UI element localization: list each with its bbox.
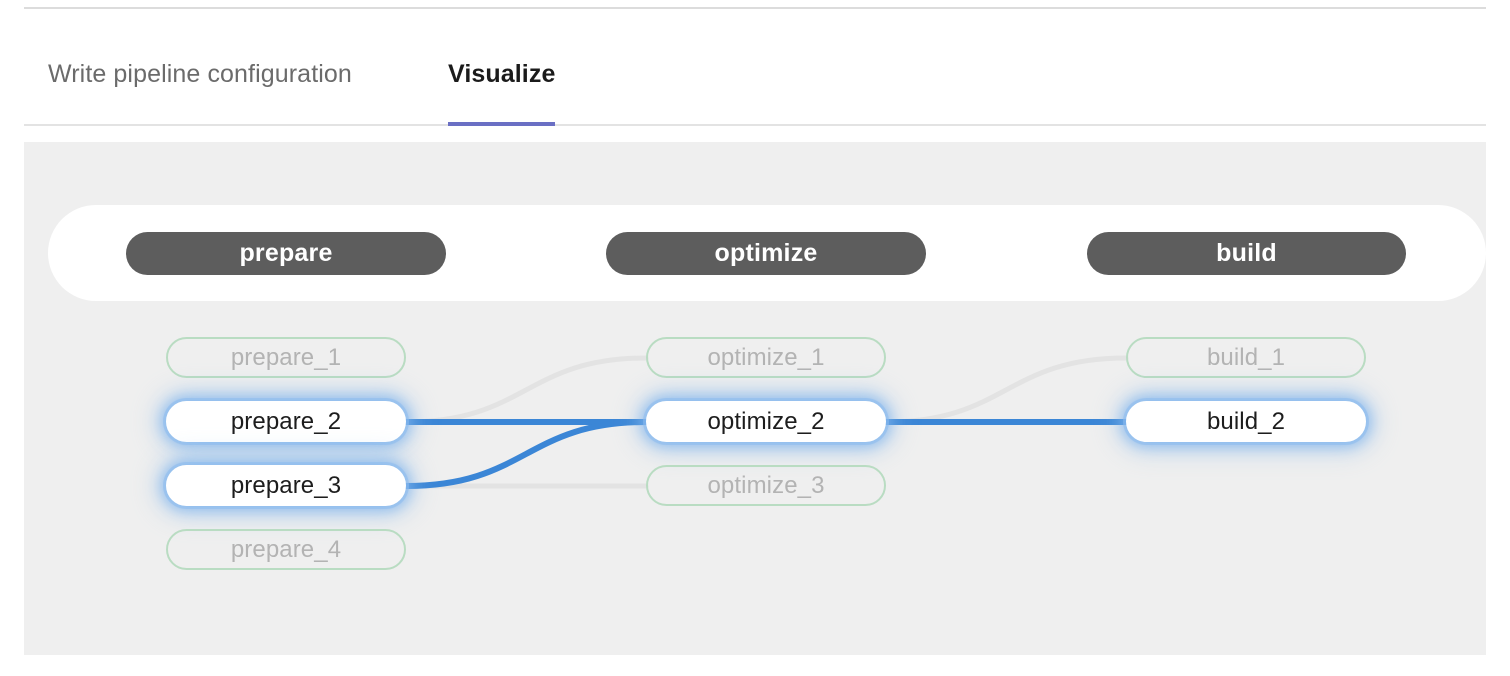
job-label-build_2: build_2 — [1206, 407, 1286, 435]
job-label-optimize_3: optimize_3 — [707, 471, 825, 499]
job-node-build_2[interactable]: build_2 — [1126, 401, 1366, 442]
stage-label-prepare: prepare — [239, 239, 333, 267]
job-label-prepare_3: prepare_3 — [230, 471, 342, 499]
tab-visualize-label: Visualize — [448, 60, 556, 88]
tab-visualize[interactable]: Visualize — [448, 36, 556, 126]
job-node-prepare_1[interactable]: prepare_1 — [166, 337, 406, 378]
job-label-optimize_1: optimize_1 — [707, 343, 825, 371]
job-node-prepare_3[interactable]: prepare_3 — [166, 465, 406, 506]
job-label-prepare_2: prepare_2 — [230, 407, 342, 435]
edge-prepare_3-optimize_2 — [403, 419, 649, 489]
stage-pill-optimize[interactable]: optimize — [606, 232, 926, 275]
job-node-build_1[interactable]: build_1 — [1126, 337, 1366, 378]
job-label-optimize_2: optimize_2 — [707, 407, 825, 435]
stage-pill-prepare[interactable]: prepare — [126, 232, 446, 275]
job-node-optimize_2[interactable]: optimize_2 — [646, 401, 886, 442]
top-divider — [24, 7, 1486, 9]
job-label-prepare_1: prepare_1 — [230, 343, 342, 371]
tab-bar: Write pipeline configuration Visualize — [24, 36, 1486, 126]
tab-write-pipeline-configuration[interactable]: Write pipeline configuration — [48, 36, 352, 126]
job-node-optimize_3[interactable]: optimize_3 — [646, 465, 886, 506]
job-node-prepare_2[interactable]: prepare_2 — [166, 401, 406, 442]
tab-write-label: Write pipeline configuration — [48, 60, 352, 88]
pipeline-graph-canvas[interactable]: prepare optimize build prepare_1 prepare… — [24, 142, 1486, 655]
job-label-prepare_4: prepare_4 — [230, 535, 342, 563]
stage-pill-build[interactable]: build — [1087, 232, 1406, 275]
edge-optimize_2-build_1 — [883, 355, 1129, 425]
stage-label-optimize: optimize — [714, 239, 818, 267]
edge-prepare_2-optimize_1 — [403, 355, 649, 425]
job-label-build_1: build_1 — [1206, 343, 1286, 371]
job-node-optimize_1[interactable]: optimize_1 — [646, 337, 886, 378]
job-node-prepare_4[interactable]: prepare_4 — [166, 529, 406, 570]
stage-label-build: build — [1216, 239, 1277, 267]
